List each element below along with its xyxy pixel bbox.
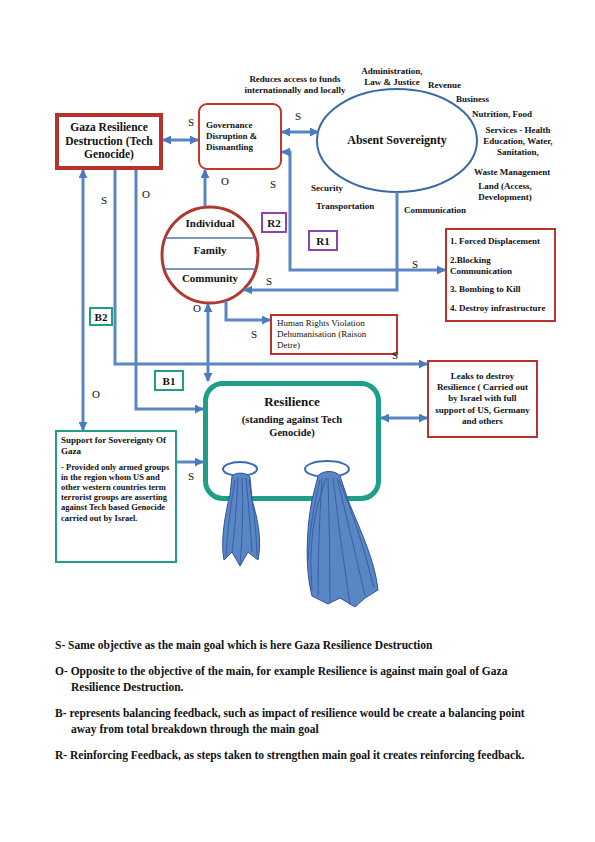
function-label: Transportation: [316, 201, 391, 212]
band-label: Family: [160, 244, 260, 256]
connector-arrow: [115, 170, 427, 364]
draped-figure: [223, 473, 260, 566]
function-label: Revenue: [428, 80, 478, 91]
connector-arrow: [282, 131, 318, 134]
sovereignty-ellipse: Absent Sovereignty: [316, 88, 478, 193]
loop-tag: B1: [154, 370, 184, 391]
process-box: Governance Disruption & Dismantling: [198, 103, 282, 170]
box-heading: Support for Sovereignty Of Gaza: [61, 435, 171, 457]
connector-arrow: [163, 139, 198, 142]
ellipse-label: Absent Sovereignty: [347, 133, 446, 148]
connector-arrow: [207, 304, 210, 381]
box-label: Human Rights Violation Dehumanisation (R…: [277, 318, 391, 350]
cloth-fold-lines: [226, 478, 257, 565]
box-label: Leaks to destroy Resilience ( Carried ou…: [434, 371, 531, 427]
connector-arrow: [204, 170, 207, 206]
halo-ring: [305, 461, 349, 477]
polarity-sign: S: [392, 349, 398, 361]
violation-box: Human Rights Violation Dehumanisation (R…: [270, 314, 398, 355]
polarity-sign: S: [188, 116, 194, 128]
society-circle: IndividualFamilyCommunity: [160, 205, 260, 305]
connector-arrow: [136, 170, 203, 409]
function-label: Administration, Law & Justice: [352, 66, 432, 88]
box-heading: Resilience: [264, 394, 320, 410]
annotation-text: Reduces access to funds internationally …: [236, 74, 354, 96]
function-label: Business: [456, 94, 516, 105]
polarity-sign: S: [251, 328, 257, 340]
loop-tag: B2: [89, 307, 113, 326]
loop-number: B2: [95, 311, 108, 323]
goal-box: Gaza Resilience Destruction (Tech Genoci…: [55, 113, 163, 170]
polarity-sign: S: [295, 110, 301, 122]
function-label: Waste Management: [474, 167, 564, 178]
polarity-sign: O: [92, 388, 100, 400]
resilience-box: Resilience (standing against Tech Genocid…: [203, 381, 381, 501]
loop-number: R1: [316, 235, 329, 247]
loop-tag: R1: [308, 230, 338, 251]
polarity-sign: S: [266, 275, 272, 287]
connector-arrow: [226, 301, 270, 320]
polarity-sign: O: [221, 175, 229, 187]
polarity-sign: O: [193, 302, 201, 314]
polarity-sign: S: [188, 470, 194, 482]
draped-figure: [307, 472, 378, 608]
polarity-sign: O: [142, 188, 150, 200]
connector-arrow: [82, 170, 85, 430]
loop-number: R2: [267, 217, 280, 229]
connector-arrow: [381, 417, 427, 420]
list-item: 1. Forced Displacement: [450, 236, 540, 247]
function-label: Nutrition, Food: [472, 109, 552, 120]
legend-note: R- Reinforcing Feedback, as steps taken …: [55, 748, 550, 764]
band-label: Individual: [160, 217, 260, 229]
legend-note: O- Opposite to the objective of the main…: [55, 664, 550, 695]
list-item: 3. Bombing to Kill: [450, 284, 521, 295]
action-list-box: 1. Forced Displacement 2.Blocking Communi…: [445, 228, 556, 322]
polarity-sign: S: [101, 194, 113, 206]
loop-number: B1: [163, 375, 176, 387]
box-body: - Provided only armed groups in the regi…: [61, 462, 171, 523]
band-label: Community: [160, 272, 260, 284]
connector-arrow: [177, 461, 203, 464]
box-subtitle: (standing against Tech Genocide): [227, 413, 357, 439]
polarity-sign: S: [412, 258, 424, 270]
leaks-box: Leaks to destroy Resilience ( Carried ou…: [427, 360, 538, 438]
function-label: Security: [311, 183, 356, 194]
goal-title: Gaza Resilience Destruction (Tech Genoci…: [61, 121, 157, 162]
process-label: Governance Disruption & Dismantling: [206, 120, 274, 154]
legend-note: S- Same objective as the main goal which…: [55, 638, 550, 654]
connector-arrow: [244, 192, 397, 290]
list-item: 2.Blocking Communication: [450, 255, 551, 277]
support-box: Support for Sovereignty Of Gaza - Provide…: [55, 430, 177, 563]
halo-ring: [223, 462, 257, 476]
legend-note: B- represents balancing feedback, such a…: [55, 706, 550, 737]
function-label: Communication: [404, 205, 479, 216]
ellipse-shape: [317, 89, 477, 192]
polarity-sign: S: [270, 178, 276, 190]
function-label: Services - Health Education, Water, Sani…: [472, 125, 564, 157]
list-item: 4. Destroy infrastructure: [450, 303, 545, 314]
loop-tag: R2: [261, 212, 287, 233]
function-label: Land (Access, Development): [455, 181, 555, 203]
